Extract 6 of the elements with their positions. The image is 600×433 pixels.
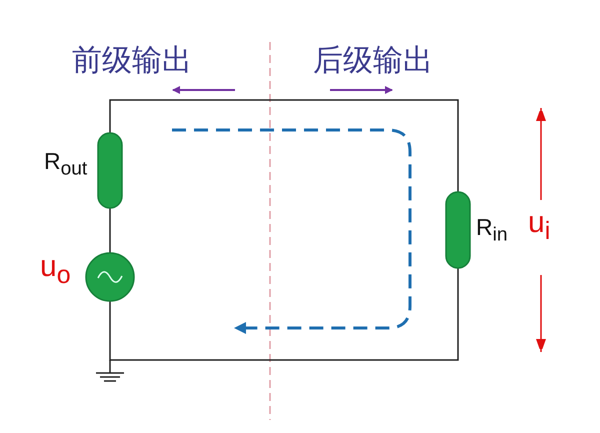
heading-text: 前级输出: [72, 46, 192, 76]
component-label: R$_{in}$: [476, 216, 508, 245]
voltage-label: u$_{o}$: [40, 252, 71, 288]
component-label: R$_{out}$: [44, 150, 88, 179]
voltage-label: u$_{i}$: [528, 208, 550, 244]
heading-text: 后级输出: [313, 46, 433, 76]
